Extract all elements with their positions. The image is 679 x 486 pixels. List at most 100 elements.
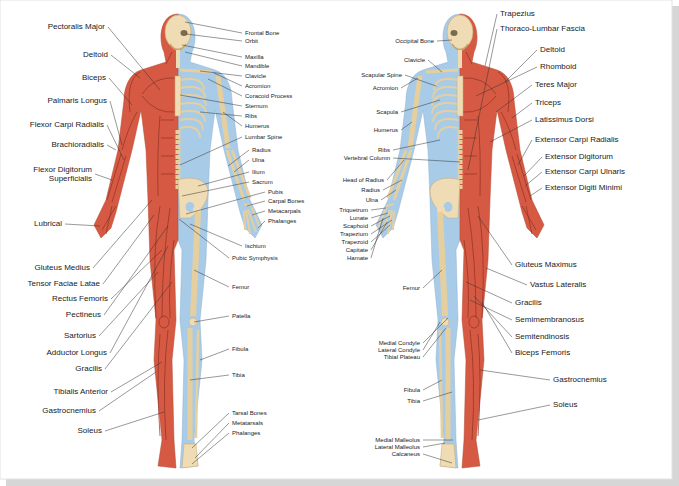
leader-line [200,112,242,116]
leader-lines [65,14,550,464]
bone-label: Metacarpals [268,208,301,215]
leader-line [103,215,154,284]
muscle-label: Brachioradialis [52,140,104,149]
bone-label: Trapezium [340,231,368,238]
bone-label: Radius [252,147,271,154]
bone-label: Triquetrum [339,207,368,214]
bone-label: Medial Malleolus [375,437,420,444]
muscle-label: Flexor Digitorum Superficialis [20,165,92,183]
bone-label: Femur [403,285,420,292]
leader-line [186,192,265,214]
muscle-label: Trapezius [500,9,535,18]
leader-line [192,433,229,464]
leader-line [474,296,512,337]
muscle-label: Palmaris Longus [47,96,107,105]
leader-line [110,101,122,145]
bone-label: Humerus [245,123,269,130]
leader-line [109,78,132,105]
muscle-label: Extensor Carpi Ulnaris [545,167,625,176]
bone-label: Patella [232,313,250,320]
leader-line [371,208,386,210]
bone-label: Pubic Symphysis [232,255,278,262]
bone-label: Scaphoid [343,223,368,230]
muscle-label: Extensor Carpi Radialis [535,135,619,144]
leader-line [530,188,542,196]
muscle-label: Semitendinosis [515,332,569,341]
bone-label: Phalanges [232,430,260,437]
leader-line [476,67,537,96]
bone-label: Tibia [232,372,245,379]
leader-line [401,122,412,130]
bone-label: Acromion [373,85,398,92]
leader-line [110,246,168,353]
bone-label: Clavicle [245,73,266,80]
muscle-label: Tensor Faciae Latae [28,279,101,288]
muscle-label: Sartorius [64,331,96,340]
muscle-label: Latissimus Dorsi [535,115,594,124]
muscle-label: Tibialis Anterior [54,387,108,396]
muscle-label: Deltoid [83,50,108,59]
bone-label: Ilium [252,169,265,176]
muscle-label: Soleus [553,400,577,409]
leader-line [423,454,452,463]
muscle-label: Extensor Digiti Minimi [545,183,622,192]
leader-line [486,268,527,285]
leader-line [247,201,265,206]
bone-label: Medial Condyle [379,340,420,347]
bone-label: Humerus [374,127,398,134]
leader-line [437,40,452,41]
leader-line [228,150,249,166]
leader-line [371,218,383,258]
leader-line [194,270,229,287]
leader-line [107,145,116,150]
leader-line [252,211,265,215]
leader-line [480,370,550,380]
muscle-label: Gracilis [75,364,102,373]
bone-label: Ulna [252,157,264,164]
bone-label: Lumbar Spine [245,134,282,141]
leader-line [182,45,242,57]
bone-label: Fibula [232,346,248,353]
leader-line [490,120,532,142]
leader-line [111,250,162,299]
muscle-label: Flexor Carpi Radialis [30,120,104,129]
bone-label: Scapular Spine [361,72,402,79]
leader-line [234,160,249,172]
bone-label: Clavicle [404,57,425,64]
leader-line [223,112,242,126]
bone-label: Lateral Condyle [378,347,420,354]
leader-line [104,226,168,315]
muscle-label: Gastrocnemius [42,406,96,415]
muscle-label: Deltoid [540,45,565,54]
bone-label: Fibula [404,387,420,394]
bone-label: Capitate [346,247,368,254]
leader-line [192,413,229,448]
leader-line [190,224,242,246]
bone-label: Lunate [350,215,368,222]
muscle-label: Gluteus Medius [34,263,90,272]
bone-label: Ulna [366,197,378,204]
bone-label: Phalanges [268,218,296,225]
bone-label: Frontal Bone [245,30,279,37]
bone-label: Maxilla [245,54,264,61]
leader-line [200,349,229,360]
muscle-label: Triceps [535,98,561,107]
bone-label: Acromion [245,83,270,90]
bone-label: Head of Radius [343,177,384,184]
leader-line [393,140,440,150]
leader-line [111,55,140,78]
card [0,0,672,479]
leader-line [95,174,112,180]
leader-line [182,182,249,196]
muscle-label: Gracilis [515,298,542,307]
bone-label: Metatarsals [232,420,263,427]
leader-line [468,29,497,170]
bone-label: Tibia [407,398,420,405]
back-muscle-lines [462,52,536,440]
leader-line [505,50,537,82]
leader-line [423,270,442,288]
bone-label: Ischium [245,243,266,250]
muscle-label: Gluteus Maximus [515,260,577,269]
leader-line [65,224,100,226]
